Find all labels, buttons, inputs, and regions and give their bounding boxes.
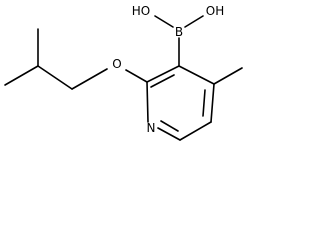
bond-ch-methyl-left [4, 65, 39, 86]
bond-oxygen-ch2 [71, 68, 108, 90]
bond-ring-c5-c6 [179, 121, 212, 141]
atom-label-boron: B [175, 25, 183, 39]
bond-ring-c6-n-inner [160, 120, 179, 132]
bond-ring-c4-c5-inner [202, 89, 206, 117]
bond-ring-c3-c4 [178, 65, 215, 85]
atom-label-oh: OH [206, 4, 224, 18]
atom-label-ether-oxygen: O [112, 57, 121, 71]
bond-ring-c2-c3-inner [150, 74, 175, 88]
chemical-structure: HO OH B O N [4, 4, 243, 141]
bond-ring-c4-c5 [210, 83, 215, 123]
atom-label-ho: HO [132, 4, 150, 18]
bond-ring-c2-c3 [146, 65, 180, 83]
bond-ring-c6-n [157, 127, 181, 141]
bond-ch2-ch [37, 65, 73, 90]
bond-boron-oh [184, 15, 204, 28]
bond-methyl [213, 67, 243, 85]
bond-ring-n-c2 [146, 81, 149, 123]
bond-boron-ho [154, 15, 174, 28]
atom-label-nitrogen: N [147, 121, 156, 135]
bond-c2-oxygen [125, 69, 148, 83]
